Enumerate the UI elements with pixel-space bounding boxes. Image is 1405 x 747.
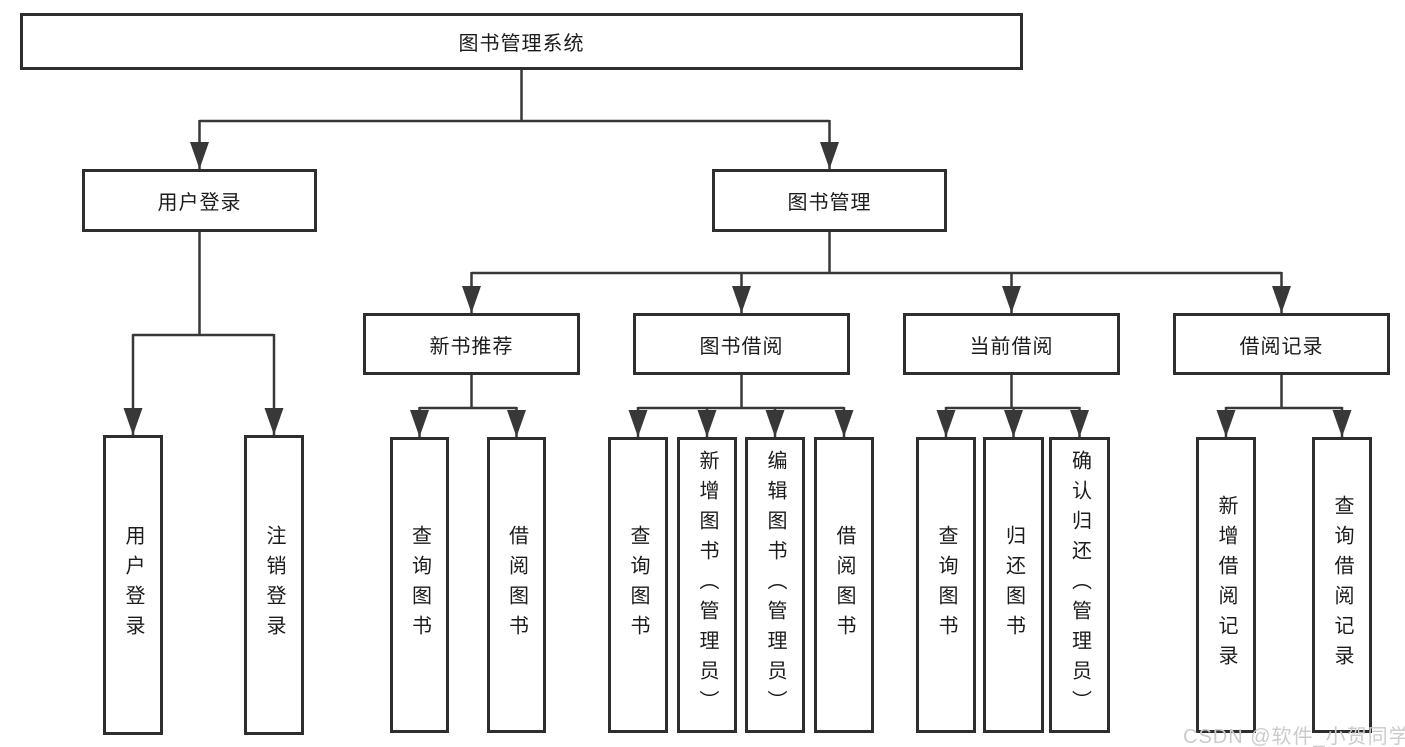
- leaf-query-books-borrowing: 查询图书: [608, 437, 668, 733]
- node-new-book-recommend-label: 新书推荐: [429, 335, 514, 358]
- node-library-system: 图书管理系统: [20, 13, 1023, 70]
- leaf-borrow-books-recommend-label: 借阅图书: [505, 525, 528, 645]
- leaf-user-login-label: 用户登录: [122, 525, 144, 645]
- leaf-user-login: 用户登录: [103, 435, 163, 735]
- leaf-confirm-return-admin-label: 确认归还（管理员）: [1068, 450, 1091, 720]
- leaf-edit-book-admin: 编辑图书（管理员）: [745, 437, 805, 733]
- node-current-borrowing: 当前借阅: [903, 313, 1120, 375]
- csdn-watermark: CSDN @软件_小贺同学: [1183, 726, 1405, 747]
- node-library-system-label: 图书管理系统: [458, 33, 585, 55]
- node-new-book-recommend: 新书推荐: [363, 313, 580, 375]
- leaf-add-borrow-record: 新增借阅记录: [1196, 437, 1256, 733]
- leaf-query-borrow-record: 查询借阅记录: [1312, 437, 1372, 733]
- leaf-add-book-admin-label: 新增图书（管理员）: [696, 450, 718, 720]
- leaf-query-books-recommend-label: 查询图书: [408, 525, 431, 645]
- leaf-query-borrow-record-label: 查询借阅记录: [1331, 495, 1353, 675]
- node-book-management: 图书管理: [712, 169, 947, 232]
- node-user-login-label: 用户登录: [157, 192, 242, 214]
- node-current-borrowing-label: 当前借阅: [969, 335, 1054, 358]
- leaf-return-books-label: 归还图书: [1002, 525, 1025, 645]
- leaf-confirm-return-admin: 确认归还（管理员）: [1049, 437, 1110, 733]
- leaf-logout-label: 注销登录: [263, 525, 285, 645]
- node-book-management-label: 图书管理: [787, 192, 872, 214]
- leaf-add-borrow-record-label: 新增借阅记录: [1215, 495, 1237, 675]
- node-book-borrowing-label: 图书借阅: [699, 335, 784, 358]
- node-borrowing-records: 借阅记录: [1173, 313, 1390, 375]
- leaf-borrow-books-label: 借阅图书: [833, 525, 855, 645]
- leaf-query-books-recommend: 查询图书: [390, 437, 449, 733]
- leaf-query-books-borrowing-label: 查询图书: [627, 525, 649, 645]
- leaf-query-books-current: 查询图书: [916, 437, 976, 733]
- leaf-logout: 注销登录: [244, 435, 304, 735]
- leaf-query-books-current-label: 查询图书: [935, 525, 957, 645]
- node-user-login: 用户登录: [82, 169, 317, 232]
- leaf-borrow-books: 借阅图书: [814, 437, 874, 733]
- leaf-return-books: 归还图书: [983, 437, 1044, 733]
- node-borrowing-records-label: 借阅记录: [1239, 335, 1324, 358]
- leaf-edit-book-admin-label: 编辑图书（管理员）: [764, 450, 786, 720]
- node-book-borrowing: 图书借阅: [633, 313, 850, 375]
- leaf-add-book-admin: 新增图书（管理员）: [677, 437, 737, 733]
- leaf-borrow-books-recommend: 借阅图书: [487, 437, 546, 733]
